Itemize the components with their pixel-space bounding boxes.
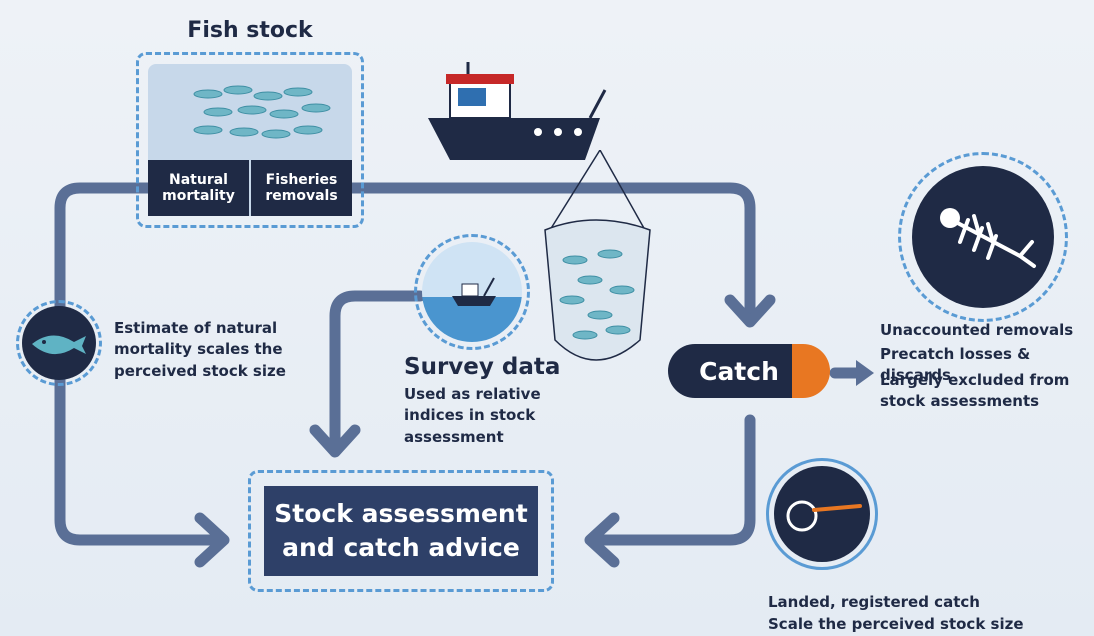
catch-label: Catch: [668, 344, 792, 398]
survey-ring: [414, 234, 530, 350]
fish-skeleton-icon: [912, 166, 1054, 308]
landed-ring: [766, 458, 878, 570]
landing-net-icon: [774, 466, 870, 562]
natural-mortality-note: Estimate of natural mortality scales the…: [114, 319, 286, 380]
unaccounted-line1: Precatch losses & discards: [880, 345, 1031, 385]
stock-assessment-node: Stock assessment and catch advice: [264, 486, 538, 576]
survey-title: Survey data: [404, 354, 561, 380]
unaccounted-line2: Largely excluded from stock assessments: [880, 371, 1070, 411]
survey-text: Used as relative indices in stock assess…: [404, 385, 541, 446]
natural-mortality-label: Natural mortality: [148, 160, 249, 216]
arrow-catch-to-assessment: [594, 414, 756, 546]
fish-school-icon: [193, 85, 331, 139]
natural-mortality-ring: [16, 300, 102, 386]
arrowhead-assessment-left: [194, 512, 230, 568]
arrowhead-assessment-right: [584, 512, 620, 568]
landed-title: Landed, registered catch: [768, 593, 980, 611]
fish-stock-frame: [136, 52, 364, 228]
fishing-net-icon: [544, 150, 651, 361]
survey-icon: [422, 242, 522, 342]
fishing-boat-icon: [428, 62, 607, 160]
assessment-frame: [248, 470, 554, 592]
arrowhead-survey: [309, 424, 361, 458]
arrow-stock-to-catch: [334, 182, 756, 316]
fisheries-removals-label: Fisheries removals: [249, 160, 352, 216]
landed-text: Scale the perceived stock size: [768, 615, 1024, 633]
stock-removal-split: Natural mortality Fisheries removals: [148, 160, 352, 216]
arrow-survey-to-assessment: [329, 290, 426, 451]
arrowhead-catch: [724, 294, 776, 328]
unaccounted-ring: [898, 152, 1068, 322]
catch-node: Catch: [668, 344, 830, 398]
fish-stock-title: Fish stock: [187, 18, 313, 43]
arrowhead-unaccounted: [856, 360, 874, 386]
unaccounted-title: Unaccounted removals: [880, 321, 1074, 339]
predator-fish-icon: [22, 306, 96, 380]
